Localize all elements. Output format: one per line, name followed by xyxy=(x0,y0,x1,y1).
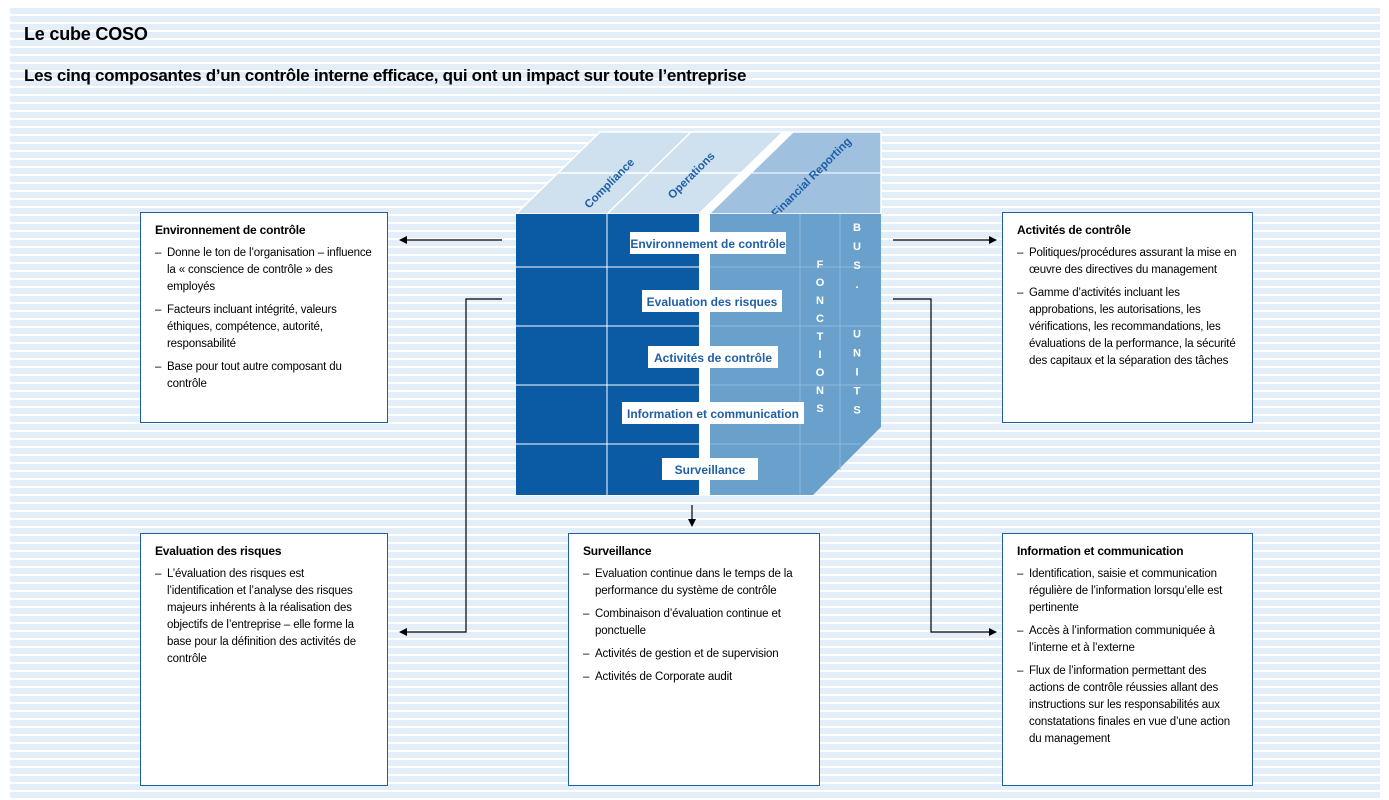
box-list-item: –Activités de Corporate audit xyxy=(583,669,805,686)
box-title-activites: Activités de contrôle xyxy=(1017,223,1131,237)
box-title-surveillance: Surveillance xyxy=(583,544,652,558)
box-list-item-text: Facteurs incluant intégrité, valeurs éth… xyxy=(167,304,337,350)
box-list-item-text: L’évaluation des risques est l’identific… xyxy=(167,568,356,665)
box-list-item-text: Flux de l’information permettant des act… xyxy=(1029,665,1230,745)
box-list-item-text: Combinaison d’évaluation continue et pon… xyxy=(595,608,781,637)
box-list-item: –Facteurs incluant intégrité, valeurs ét… xyxy=(155,302,373,353)
box-list-item-text: Base pour tout autre composant du contrô… xyxy=(167,361,342,390)
bullet-dash: – xyxy=(583,671,590,683)
bullet-dash: – xyxy=(155,361,162,373)
cube-label-risques: Evaluation des risques xyxy=(647,295,778,309)
box-list-item: –Activités de gestion et de supervision xyxy=(583,646,805,663)
cube-label-surveillance: Surveillance xyxy=(675,463,746,477)
cube-label-environnement: Environnement de contrôle xyxy=(630,237,786,251)
cube-front-face xyxy=(516,214,881,495)
box-list-item: –Politiques/procédures assurant la mise … xyxy=(1017,245,1238,279)
arrow-to-risques xyxy=(399,298,502,636)
box-list-item-text: Politiques/procédures assurant la mise e… xyxy=(1029,247,1237,276)
box-list-item: –Base pour tout autre composant du contr… xyxy=(155,359,373,393)
bullet-dash: – xyxy=(1017,665,1024,677)
box-list-item: –Donne le ton de l’organisation – influe… xyxy=(155,245,373,296)
box-title-information: Information et communication xyxy=(1017,544,1184,558)
connector-arrows xyxy=(399,236,997,636)
cube-label-pills xyxy=(622,232,804,480)
box-list-item: –Accès à l’information communiquée à l’i… xyxy=(1017,623,1238,657)
cube-label-information: Information et communication xyxy=(627,407,799,421)
box-activites: Activités de contrôle –Politiques/procéd… xyxy=(1002,212,1253,423)
box-list-item: –Combinaison d’évaluation continue et po… xyxy=(583,606,805,640)
cube-label-activites: Activités de contrôle xyxy=(654,351,772,365)
box-list-surveillance: –Evaluation continue dans le temps de la… xyxy=(583,566,805,686)
box-list-information: –Identification, saisie et communication… xyxy=(1017,566,1238,748)
arrow-to-information xyxy=(893,298,997,636)
box-list-item-text: Activités de Corporate audit xyxy=(595,671,733,683)
box-title-environnement: Environnement de contrôle xyxy=(155,223,306,237)
bullet-dash: – xyxy=(155,568,162,580)
box-list-item-text: Gamme d’activités incluant les approbati… xyxy=(1029,287,1236,367)
box-list-item-text: Donne le ton de l’organisation – influen… xyxy=(167,247,372,293)
bullet-dash: – xyxy=(583,608,590,620)
box-surveillance: Surveillance –Evaluation continue dans l… xyxy=(568,533,820,786)
bullet-dash: – xyxy=(1017,287,1024,299)
box-list-item-text: Accès à l’information communiquée à l’in… xyxy=(1029,625,1215,654)
box-information: Information et communication –Identifica… xyxy=(1002,533,1253,786)
box-list-activites: –Politiques/procédures assurant la mise … xyxy=(1017,245,1238,370)
box-risques: Evaluation des risques –L’évaluation des… xyxy=(140,533,388,786)
box-list-environnement: –Donne le ton de l’organisation – influe… xyxy=(155,245,373,393)
box-list-item-text: Identification, saisie et communication … xyxy=(1029,568,1223,614)
bullet-dash: – xyxy=(155,247,162,259)
box-list-item: –L’évaluation des risques est l’identifi… xyxy=(155,566,373,668)
bullet-dash: – xyxy=(1017,625,1024,637)
page-subtitle: Les cinq composantes d’un contrôle inter… xyxy=(24,66,747,85)
bullet-dash: – xyxy=(583,568,590,580)
box-title-risques: Evaluation des risques xyxy=(155,544,282,558)
box-environnement: Environnement de contrôle –Donne le ton … xyxy=(140,212,388,423)
box-list-item-text: Evaluation continue dans le temps de la … xyxy=(595,568,793,597)
box-list-item: –Flux de l’information permettant des ac… xyxy=(1017,663,1238,748)
bullet-dash: – xyxy=(583,648,590,660)
box-list-item-text: Activités de gestion et de supervision xyxy=(595,648,779,660)
bullet-dash: – xyxy=(155,304,162,316)
bullet-dash: – xyxy=(1017,568,1024,580)
bullet-dash: – xyxy=(1017,247,1024,259)
box-list-item: –Identification, saisie et communication… xyxy=(1017,566,1238,617)
box-list-risques: –L’évaluation des risques est l’identifi… xyxy=(155,566,373,668)
page-title: Le cube COSO xyxy=(24,24,148,44)
box-list-item: –Gamme d’activités incluant les approbat… xyxy=(1017,285,1238,370)
box-list-item: –Evaluation continue dans le temps de la… xyxy=(583,566,805,600)
